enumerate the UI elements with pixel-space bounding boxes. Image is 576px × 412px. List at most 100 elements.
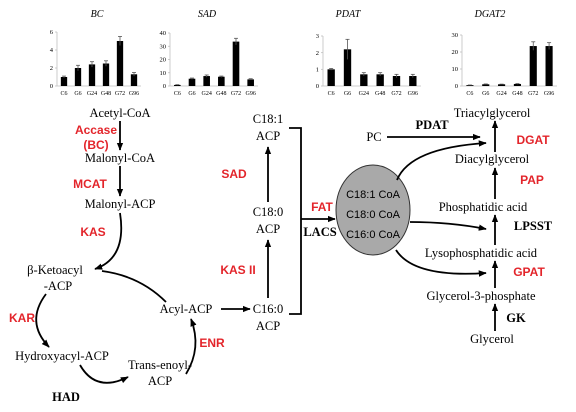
bar-pdat-g6	[343, 49, 352, 86]
category-label: G24	[359, 91, 369, 97]
acyl-acp-label: Acyl-ACP	[160, 302, 213, 316]
acyl-coa-pool-ellipse	[335, 164, 411, 256]
bar-dgat2-g6	[482, 84, 490, 86]
category-label: G96	[129, 91, 139, 97]
glycerolipid-assembly: Triacylglycerol PC PDAT DGAT Diacylglyce…	[366, 106, 552, 346]
bar-sad-g96	[247, 79, 254, 86]
chart-title-pdat: PDAT	[335, 9, 362, 20]
elongation-desaturation: C18:1 ACP SAD C18:0 ACP KAS II C16:0 ACP…	[220, 112, 336, 333]
c18-0-label: C18:0	[253, 205, 284, 219]
bar-pdat-g24	[360, 74, 368, 86]
category-label: G48	[375, 91, 385, 97]
mcat-enzyme-label: MCAT	[73, 177, 107, 191]
y-tick-label: 0	[316, 83, 319, 90]
trans-enoyl-acp-label-line2: ACP	[148, 374, 172, 388]
bar-sad-g72	[232, 41, 240, 86]
dgat-enzyme-label: DGAT	[516, 133, 550, 147]
category-label: G6	[344, 91, 351, 97]
pap-enzyme-label: PAP	[520, 173, 544, 187]
y-tick-label: 0	[455, 83, 458, 90]
bar-sad-g24	[203, 76, 210, 86]
bar-bc-g48	[102, 63, 110, 86]
glycerol-3-phosphate-label: Glycerol-3-phosphate	[427, 289, 536, 303]
chart-title-dgat2: DGAT2	[474, 9, 506, 20]
bar-sad-g48	[218, 76, 225, 86]
chart-title-bc: BC	[91, 9, 104, 20]
y-tick-label: 20	[452, 49, 459, 56]
pool-c16-0-coa: C16:0 CoA	[346, 229, 400, 241]
pool-c18-0-coa: C18:0 CoA	[346, 209, 400, 221]
trans-enoyl-acp-label: Trans-enoyl-	[128, 358, 192, 372]
glycerol-label: Glycerol	[470, 332, 514, 346]
kas-ii-enzyme-label: KAS II	[220, 263, 255, 277]
y-tick-label: 3	[316, 33, 319, 40]
category-label: G48	[101, 91, 111, 97]
sad-enzyme-label: SAD	[221, 167, 247, 181]
bar-dgat2-g24	[498, 84, 506, 86]
category-label: G96	[408, 91, 418, 97]
category-label: G48	[512, 91, 522, 97]
category-label: G72	[115, 91, 125, 97]
had-enzyme-label: HAD	[52, 390, 80, 404]
y-tick-label: 2	[50, 65, 53, 72]
category-label: C6	[174, 91, 181, 97]
category-label: G24	[201, 91, 211, 97]
category-label: G72	[528, 91, 538, 97]
bar-dgat2-g96	[545, 46, 553, 86]
category-label: G6	[482, 91, 489, 97]
acyl-coa-pool: C18:1 CoA C18:0 CoA C16:0 CoA	[335, 164, 411, 256]
bar-bc-g72	[116, 41, 124, 86]
ketoacyl-acp-label: β-Ketoacyl	[27, 263, 83, 277]
category-label: C6	[60, 91, 67, 97]
y-tick-label: 2	[316, 50, 319, 57]
bar-bc-g24	[88, 64, 96, 86]
lacs-enzyme-label: LACS	[303, 225, 336, 239]
malonyl-acp-label: Malonyl-ACP	[85, 197, 156, 211]
bar-bc-g6	[74, 68, 82, 86]
y-tick-label: 30	[160, 43, 167, 50]
gpat-enzyme-label: GPAT	[513, 265, 545, 279]
pdat-enzyme-label: PDAT	[415, 118, 449, 132]
enr-enzyme-label: ENR	[199, 336, 225, 350]
kar-enzyme-label: KAR	[9, 311, 35, 325]
arrow-pool-to-dgat	[396, 140, 487, 181]
bar-dgat2-g72	[529, 46, 537, 86]
acetyl-coa-label: Acetyl-CoA	[89, 106, 150, 120]
bar-sad-g6	[188, 78, 196, 86]
arrow-pool-to-lpsst	[409, 221, 487, 231]
bar-dgat2-g48	[513, 83, 521, 86]
bar-pdat-g48	[376, 74, 384, 86]
diacylglycerol-label: Diacylglycerol	[455, 152, 530, 166]
y-tick-label: 6	[50, 29, 54, 36]
category-label: G72	[391, 91, 401, 97]
y-tick-label: 40	[160, 30, 167, 37]
c16-0-acp-label: ACP	[256, 319, 280, 333]
chart-title-sad: SAD	[198, 9, 217, 20]
bar-bc-g96	[130, 74, 138, 86]
lysophosphatidic-acid-label: Lysophosphatidic acid	[425, 246, 538, 260]
arrow-kas	[94, 212, 123, 270]
arrow-enr	[185, 318, 197, 375]
category-label: C6	[466, 91, 473, 97]
bar-bc-c6	[60, 77, 68, 86]
bar-dgat2-c6	[466, 85, 474, 86]
c18-0-acp-label: ACP	[256, 222, 280, 236]
c18-1-label: C18:1	[253, 112, 284, 126]
bar-pdat-c6	[327, 69, 335, 86]
kas-enzyme-label: KAS	[80, 225, 105, 239]
pool-c18-1-coa: C18:1 CoA	[346, 189, 400, 201]
bar-pdat-g72	[392, 76, 401, 86]
category-label: C6	[328, 91, 335, 97]
category-label: G24	[87, 91, 97, 97]
y-tick-label: 10	[160, 70, 167, 77]
arrow-pool-to-gpat	[395, 249, 487, 277]
accase-enzyme-label: Accase	[75, 123, 117, 137]
phosphatidic-acid-label: Phosphatidic acid	[439, 200, 528, 214]
y-tick-label: 4	[50, 47, 54, 54]
acp-bracket	[289, 127, 302, 315]
